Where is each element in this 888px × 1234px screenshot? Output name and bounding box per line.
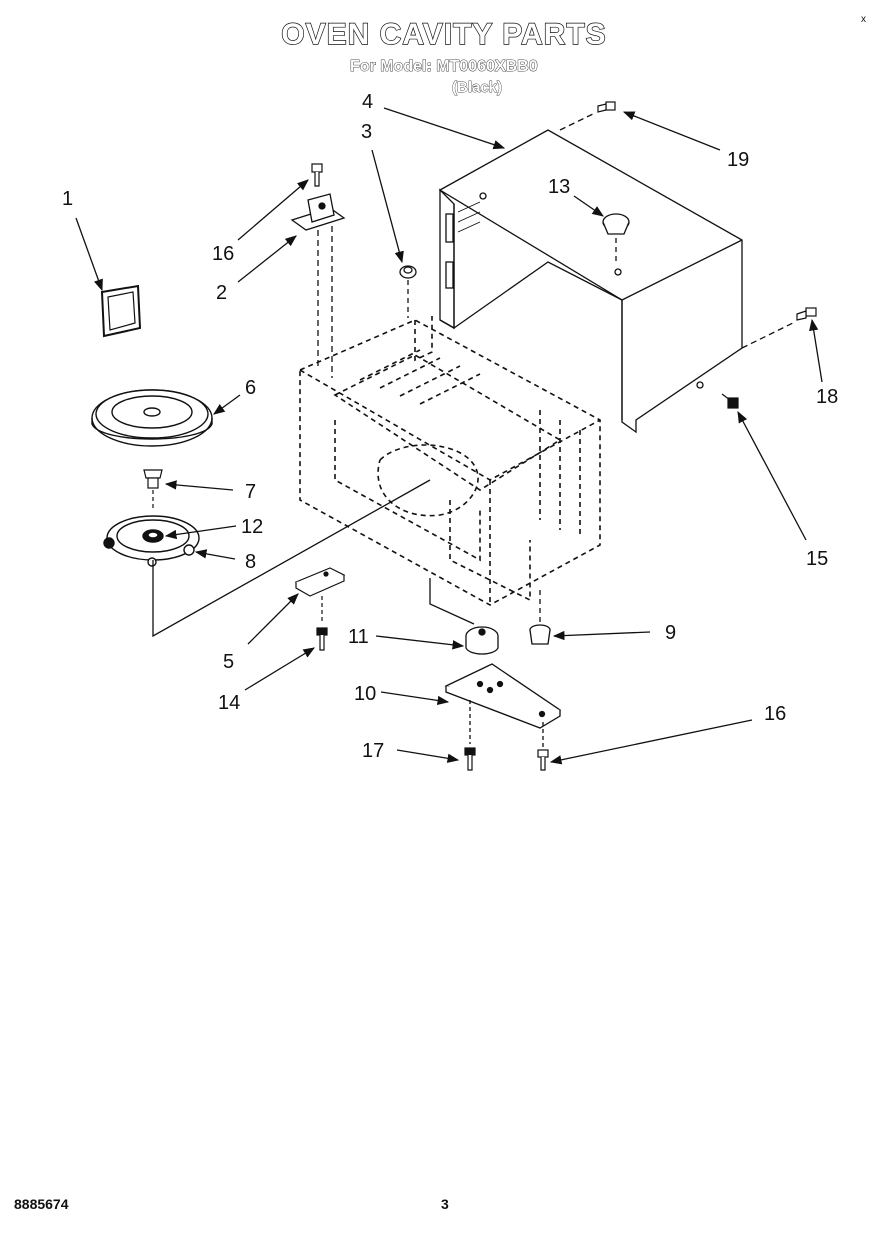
hinge-bracket-part [290,193,346,378]
coupler-part [143,469,163,510]
variant-label: (Black) [452,79,503,97]
door-frame-part [100,284,142,338]
callout-16-bottom: 16 [764,703,786,725]
callout-15: 15 [806,548,828,570]
turntable-tray-part [91,389,213,447]
corner-mark: x [861,14,866,25]
grommet-part [399,265,417,318]
screw-15 [721,393,739,409]
callout-11: 11 [348,626,369,648]
inner-cavity [299,316,601,606]
callout-8: 8 [245,551,256,573]
screw-18 [796,307,817,321]
bracket-part-5 [294,567,346,622]
document-code: 8885674 [14,1196,69,1212]
page-title: OVEN CAVITY PARTS [281,17,607,51]
callout-6: 6 [245,377,256,399]
screw-14 [316,627,328,651]
callout-7: 7 [245,481,256,503]
roller-guide-part [103,479,431,638]
screw-19 [597,101,616,113]
callout-16-top: 16 [212,243,234,265]
callout-10: 10 [354,683,376,705]
callout-1: 1 [62,188,73,210]
callout-14: 14 [218,692,240,714]
page-number: 3 [441,1196,449,1212]
callout-12: 12 [241,516,263,538]
callout-9: 9 [665,622,676,644]
callout-labels: 1 16 2 3 4 13 19 6 7 12 8 18 15 5 11 9 1… [62,91,838,762]
turntable-motor-part [429,578,499,655]
callout-5: 5 [223,651,234,673]
screw-17 [464,747,476,771]
foot-part [529,590,551,645]
screw-16-top [311,163,323,187]
leader-lines [75,107,823,765]
callout-17: 17 [362,740,384,762]
model-line: For Model: MT0060XBB0 [350,58,538,76]
screw-16-bottom [537,749,549,771]
callout-13: 13 [548,176,570,198]
callout-2: 2 [216,282,227,304]
callout-19: 19 [727,149,749,171]
callout-3: 3 [361,121,372,143]
stirrer-cover-part [602,213,630,262]
callout-4: 4 [362,91,373,113]
outer-case-part [438,112,796,434]
callout-18: 18 [816,386,838,408]
motor-bracket-part [444,663,562,748]
